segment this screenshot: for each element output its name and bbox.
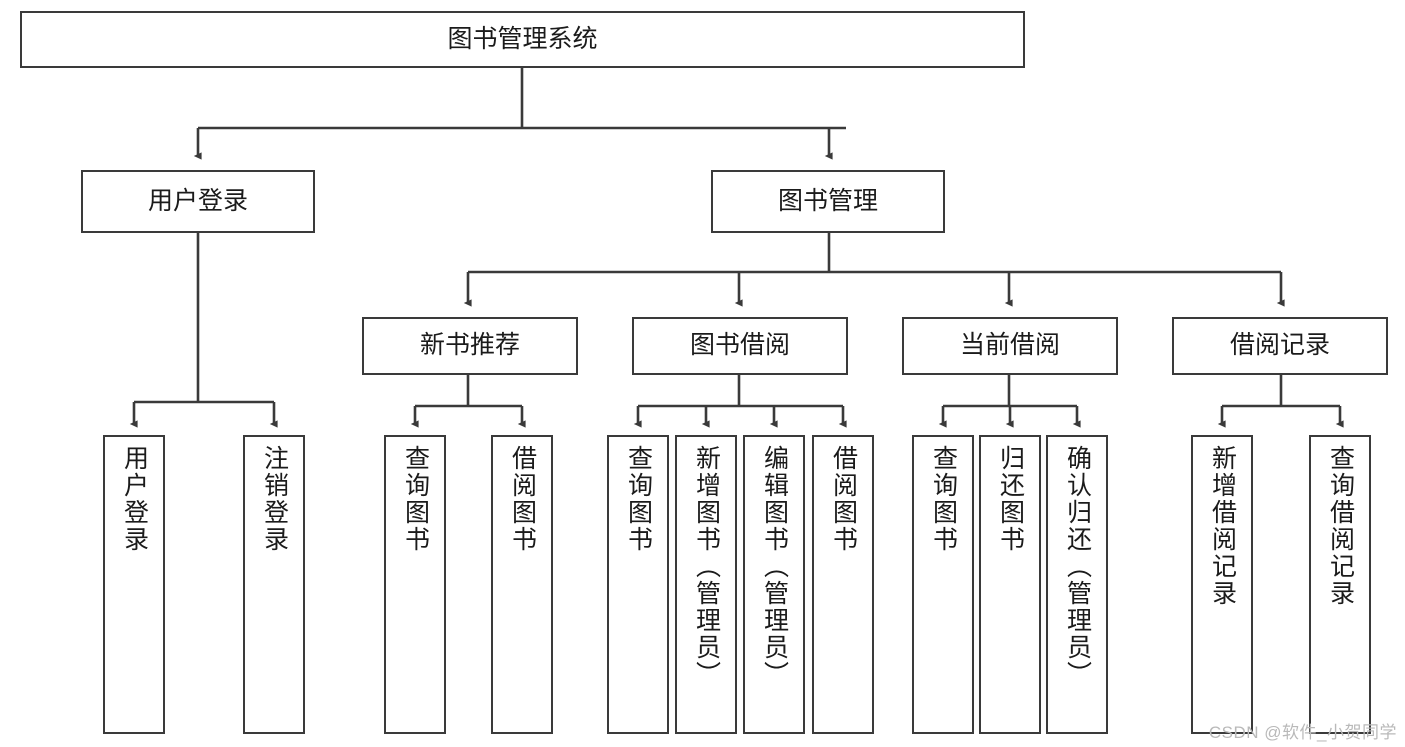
node-book-management[interactable]: 图书管理: [711, 170, 945, 233]
node-label: 借阅记录: [1229, 331, 1330, 360]
node-borrow-record[interactable]: 借阅记录: [1172, 317, 1388, 375]
node-user-login[interactable]: 用户登录: [81, 170, 315, 233]
leaf-book-borrow-query-books[interactable]: 查询图书: [607, 435, 669, 734]
node-label: 新增图书（管理员）: [692, 445, 721, 688]
leaf-new-book-borrow-books[interactable]: 借阅图书: [491, 435, 553, 734]
leaf-current-borrow-return-books[interactable]: 归还图书: [979, 435, 1041, 734]
node-label: 借阅图书: [829, 445, 858, 553]
leaf-user-login-login[interactable]: 用户登录: [103, 435, 165, 734]
node-label: 用户登录: [120, 445, 149, 553]
node-label: 当前借阅: [959, 331, 1060, 360]
node-label: 图书管理: [777, 186, 878, 215]
node-label: 图书借阅: [689, 331, 790, 360]
leaf-new-book-query-books[interactable]: 查询图书: [384, 435, 446, 734]
node-label: 查询图书: [929, 445, 958, 553]
node-label: 编辑图书（管理员）: [760, 445, 789, 688]
leaf-user-login-logout[interactable]: 注销登录: [243, 435, 305, 734]
node-label: 图书管理系统: [447, 24, 598, 53]
node-current-borrow[interactable]: 当前借阅: [902, 317, 1118, 375]
node-label: 查询图书: [401, 445, 430, 553]
node-label: 新增借阅记录: [1208, 445, 1237, 607]
leaf-book-borrow-borrow-books[interactable]: 借阅图书: [812, 435, 874, 734]
node-label: 确认归还（管理员）: [1063, 445, 1092, 688]
node-root-book-management-system[interactable]: 图书管理系统: [20, 11, 1025, 68]
csdn-watermark: CSDN @软件_小贺同学: [1208, 723, 1397, 742]
node-label: 查询借阅记录: [1326, 445, 1355, 607]
leaf-borrow-record-query-record[interactable]: 查询借阅记录: [1309, 435, 1371, 734]
node-label: 新书推荐: [419, 331, 520, 360]
leaf-current-borrow-confirm-return-admin[interactable]: 确认归还（管理员）: [1046, 435, 1108, 734]
leaf-book-borrow-add-book-admin[interactable]: 新增图书（管理员）: [675, 435, 737, 734]
node-book-borrow[interactable]: 图书借阅: [632, 317, 848, 375]
node-label: 注销登录: [260, 445, 289, 553]
leaf-borrow-record-add-record[interactable]: 新增借阅记录: [1191, 435, 1253, 734]
node-label: 用户登录: [147, 186, 248, 215]
node-label: 查询图书: [624, 445, 653, 553]
leaf-book-borrow-edit-book-admin[interactable]: 编辑图书（管理员）: [743, 435, 805, 734]
leaf-current-borrow-query-books[interactable]: 查询图书: [912, 435, 974, 734]
node-label: 归还图书: [996, 445, 1025, 553]
node-label: 借阅图书: [508, 445, 537, 553]
node-new-book-recommend[interactable]: 新书推荐: [362, 317, 578, 375]
